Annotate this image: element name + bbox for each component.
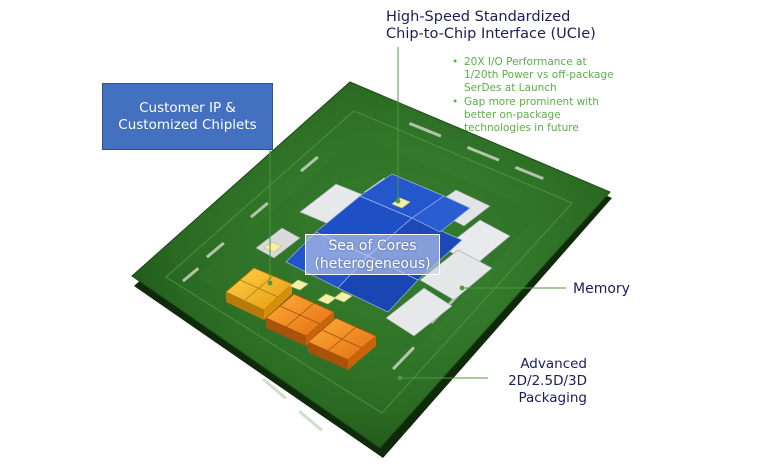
ucie-label-line2: Chip-to-Chip Interface (UCIe) <box>386 26 596 42</box>
sea-of-cores-line1: Sea of Cores <box>328 237 417 254</box>
bullet-1-line1: 20X I/O Performance at <box>464 56 587 68</box>
bullet-1-line3: SerDes at Launch <box>464 82 557 94</box>
customer-ip-callout: Customer IP & Customized Chiplets <box>102 83 273 150</box>
customer-ip-line2: Customized Chiplets <box>118 116 257 133</box>
sea-of-cores-line2: (heterogeneous) <box>314 255 431 272</box>
leader-lines <box>269 47 566 379</box>
packaging-line1: Advanced <box>520 356 587 372</box>
memory-label: Memory <box>573 281 630 297</box>
customer-ip-line1: Customer IP & <box>139 99 236 116</box>
packaging-line3: Packaging <box>518 390 587 406</box>
ucie-interface-dies <box>263 197 411 305</box>
sea-of-cores-label: Sea of Cores (heterogeneous) <box>305 234 440 275</box>
packaging-label: Advanced 2D/2.5D/3D Packaging <box>493 356 587 407</box>
bullet-2-line1: Gap more prominent with <box>464 96 599 108</box>
bullet-item: Gap more prominent with better on-packag… <box>452 96 614 135</box>
bullet-1-line2: 1/20th Power vs off-package <box>464 69 614 81</box>
chiplet-orange-2 <box>307 317 377 370</box>
ucie-benefits-list: 20X I/O Performance at 1/20th Power vs o… <box>452 56 614 136</box>
chiplet-yellow <box>225 267 293 320</box>
packaging-line2: 2D/2.5D/3D <box>508 373 587 389</box>
bullet-2-line3: technologies in future <box>464 122 579 134</box>
bullet-2-line2: better on-package <box>464 109 561 121</box>
ucie-label-line1: High-Speed Standardized <box>386 9 571 25</box>
memory-dies <box>255 177 511 337</box>
bullet-item: 20X I/O Performance at 1/20th Power vs o… <box>452 56 614 95</box>
leader-dots <box>267 198 465 381</box>
ucie-label: High-Speed Standardized Chip-to-Chip Int… <box>386 9 596 43</box>
